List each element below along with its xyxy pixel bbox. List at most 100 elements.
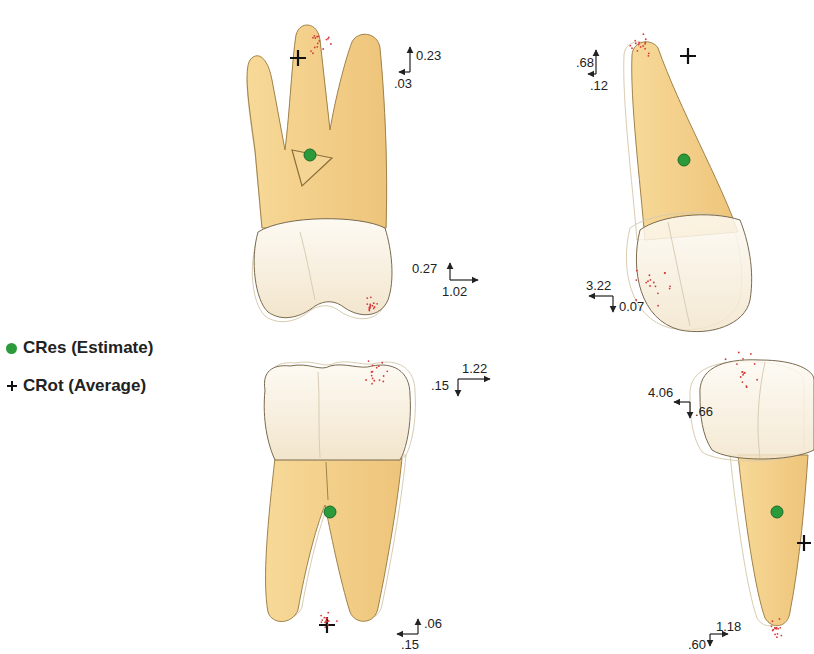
measurement-point	[638, 42, 640, 44]
measurement-point	[372, 371, 374, 373]
measurement-point	[318, 40, 320, 42]
displacement-value: .68	[576, 55, 594, 70]
measurement-point	[324, 621, 326, 623]
measurement-point	[328, 620, 330, 622]
measurement-point	[327, 624, 329, 626]
measurement-point	[379, 379, 381, 381]
cres-dot	[324, 506, 336, 518]
measurement-point	[369, 307, 371, 309]
measurement-point	[740, 376, 742, 378]
cres-dot	[678, 154, 690, 166]
measurement-point	[316, 46, 318, 48]
measurement-point	[325, 617, 327, 619]
measurement-point	[634, 40, 636, 42]
measurement-point	[742, 358, 744, 360]
measurement-point	[774, 628, 776, 630]
measurement-point	[372, 364, 374, 366]
measurement-point	[371, 375, 373, 377]
measurement-point	[371, 383, 373, 385]
crown-line	[758, 362, 765, 458]
measurement-point	[664, 272, 666, 274]
arrow	[450, 279, 478, 280]
crown-line	[668, 222, 690, 326]
measurement-point	[738, 352, 740, 354]
measurement-point	[655, 285, 657, 287]
measurement-point	[638, 44, 640, 46]
measurement-point	[657, 292, 659, 294]
measurement-point	[314, 37, 316, 39]
arrow	[458, 378, 490, 379]
crot-cross	[319, 617, 335, 633]
tooth-crown	[700, 360, 814, 459]
cres-dot	[771, 506, 783, 518]
measurement-point	[650, 279, 652, 281]
arrow	[588, 73, 596, 74]
measurement-point	[643, 33, 645, 35]
measurement-point	[754, 363, 756, 365]
measurement-point	[366, 297, 368, 299]
measurement-point	[750, 353, 752, 355]
displacement-value: 3.22	[586, 278, 611, 293]
measurement-point	[636, 270, 638, 272]
arrow	[399, 71, 410, 72]
measurement-point	[772, 629, 774, 631]
tooth-root	[266, 458, 402, 622]
measurement-point	[771, 625, 773, 627]
arrow	[674, 401, 690, 402]
measurement-point	[775, 627, 777, 629]
upper-molar	[247, 25, 392, 322]
tooth-root	[247, 25, 387, 228]
measurement-point	[669, 285, 671, 287]
lower-tooth-side	[690, 360, 814, 626]
measurement-point	[368, 360, 370, 362]
arrow	[709, 634, 710, 646]
arrow	[595, 50, 596, 74]
measurement-point	[635, 43, 637, 45]
measurement-point	[741, 371, 743, 373]
measurement-point	[636, 50, 638, 52]
measurement-point	[324, 626, 326, 628]
measurement-point	[376, 303, 378, 305]
displacement-value: 4.06	[648, 385, 673, 400]
crot-cross	[680, 48, 696, 64]
crown-line	[318, 372, 320, 458]
tooth-root	[738, 455, 808, 626]
measurement-point	[774, 627, 776, 629]
measurement-point	[779, 627, 781, 629]
displacement-value: .12	[590, 78, 608, 93]
displacement-value: .66	[695, 404, 713, 419]
measurement-point	[320, 615, 322, 617]
measurement-point	[645, 38, 647, 40]
measurement-point	[657, 305, 659, 307]
arrow	[449, 263, 450, 280]
measurement-points	[310, 33, 782, 638]
displacement-value: 1.22	[462, 361, 487, 376]
displacement-value: 1.18	[716, 619, 741, 634]
measurement-point	[372, 378, 374, 380]
measurement-point	[312, 52, 314, 54]
measurement-point	[777, 633, 779, 635]
measurement-point	[386, 370, 388, 372]
displacement-arrows	[397, 47, 728, 646]
measurement-point	[640, 46, 642, 48]
measurement-point	[366, 303, 368, 305]
measurement-point	[336, 620, 338, 622]
crot-cross	[797, 535, 811, 551]
legend-text: CRot (Average)	[23, 376, 146, 396]
measurement-point	[326, 39, 328, 41]
measurement-point	[314, 35, 316, 37]
tooth-crown	[254, 219, 392, 318]
measurement-point	[776, 627, 778, 629]
displacement-value: .15	[431, 378, 449, 393]
measurement-point	[368, 310, 370, 312]
arrow	[612, 296, 613, 312]
measurement-point	[382, 380, 384, 382]
displacement-value: 0.07	[619, 299, 644, 314]
measurement-point	[374, 306, 376, 308]
measurement-point	[744, 372, 746, 374]
arrow	[397, 633, 418, 634]
measurement-point	[381, 362, 383, 364]
measurement-point	[371, 371, 373, 373]
measurement-point	[774, 633, 776, 635]
